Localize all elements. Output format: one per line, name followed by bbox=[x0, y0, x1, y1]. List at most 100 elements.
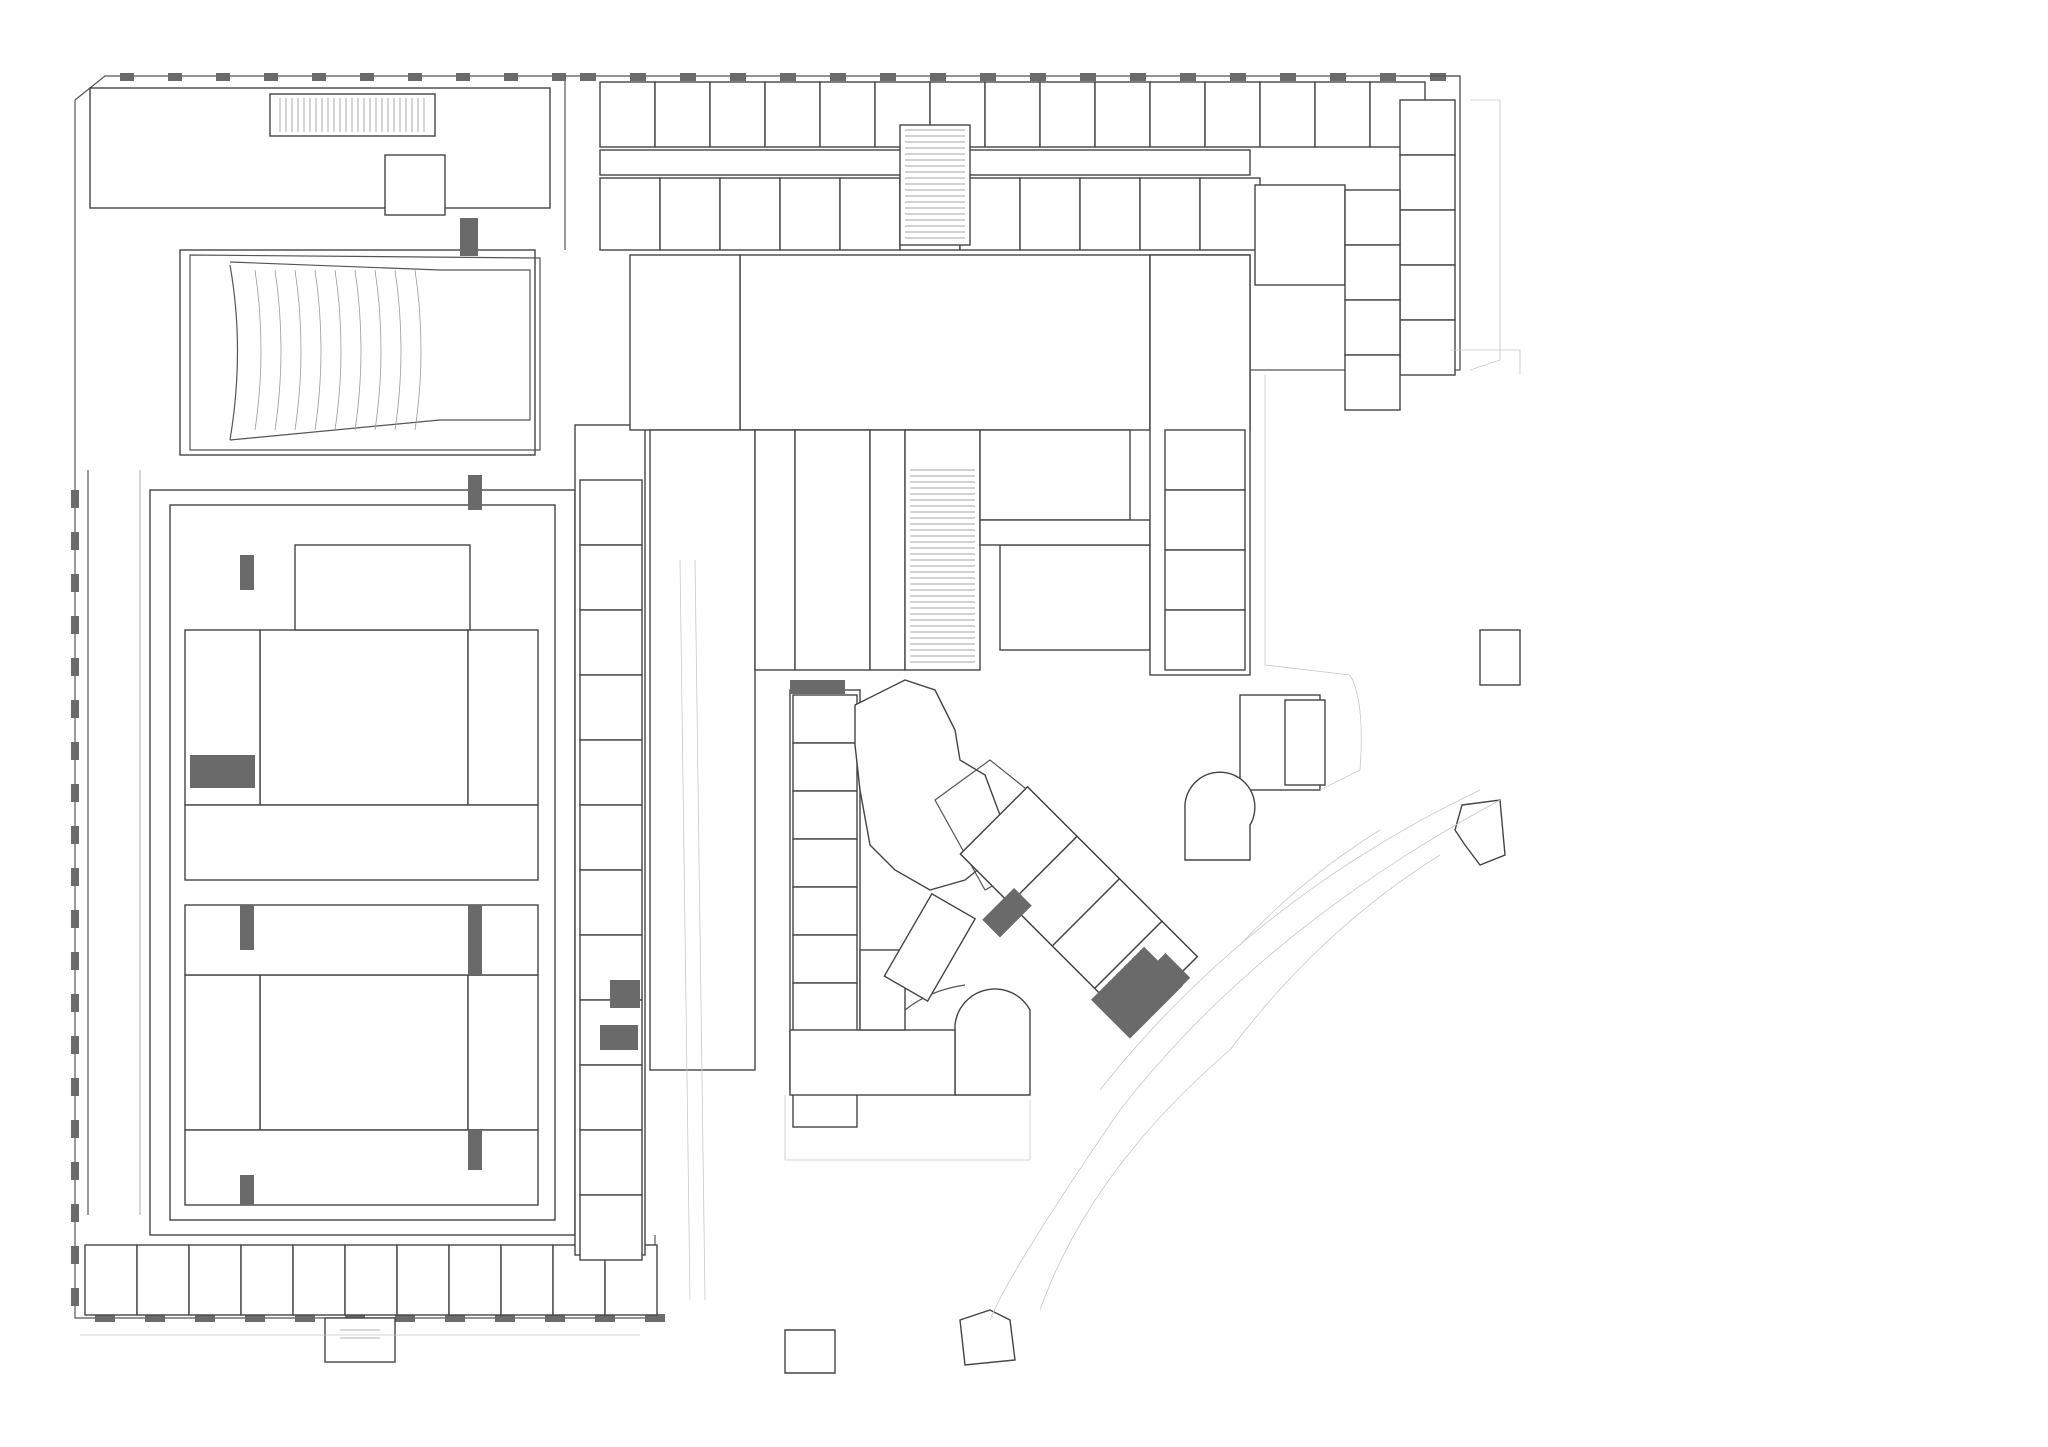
window-pier bbox=[495, 1314, 515, 1322]
north-room bbox=[719, 177, 781, 251]
se-west-room bbox=[792, 790, 858, 840]
se-south-room-3 bbox=[883, 892, 977, 1003]
upper-right-rooms bbox=[467, 629, 539, 806]
north-central-windows bbox=[580, 73, 1446, 81]
central-long-room-3 bbox=[869, 429, 906, 671]
window-pier bbox=[71, 616, 79, 634]
window-pier bbox=[552, 73, 566, 81]
window-pier bbox=[295, 1314, 315, 1322]
south-east-rotated-block bbox=[789, 679, 1256, 1128]
north-room bbox=[1259, 81, 1316, 148]
window-pier bbox=[680, 73, 696, 81]
window-pier bbox=[1130, 73, 1146, 81]
window-pier bbox=[1280, 73, 1296, 81]
seat-row bbox=[394, 269, 402, 431]
north-room bbox=[709, 81, 766, 148]
south-room bbox=[84, 1244, 138, 1316]
window-pier bbox=[980, 73, 996, 81]
window-pier bbox=[730, 73, 746, 81]
se-block-dark-stair bbox=[1091, 946, 1183, 1039]
east-boundary-line bbox=[1264, 375, 1362, 791]
north-office bbox=[384, 154, 446, 216]
window-pier bbox=[1180, 73, 1196, 81]
seat-row bbox=[374, 269, 382, 431]
north-stair-treads bbox=[279, 98, 425, 132]
window-pier bbox=[71, 868, 79, 886]
north-central-stair bbox=[899, 124, 971, 246]
window-pier bbox=[780, 73, 796, 81]
seat-row bbox=[274, 269, 282, 431]
central-ramp-line bbox=[679, 559, 691, 1301]
south-pavilion-2 bbox=[959, 1309, 1016, 1366]
window-pier bbox=[595, 1314, 615, 1322]
west-wing-south-windows bbox=[95, 1314, 665, 1322]
south-pavilion-1 bbox=[784, 1329, 836, 1374]
seat-row bbox=[334, 269, 342, 431]
window-pier bbox=[71, 910, 79, 928]
spine-room bbox=[579, 1064, 643, 1131]
window-pier bbox=[145, 1314, 165, 1322]
core-block-2 bbox=[240, 555, 254, 590]
se-west-room bbox=[792, 742, 858, 792]
west-wing-west-windows bbox=[71, 490, 79, 1306]
south-room bbox=[292, 1244, 346, 1316]
auditorium-seat-rows bbox=[254, 269, 422, 431]
north-room bbox=[1079, 177, 1141, 251]
window-pier bbox=[245, 1314, 265, 1322]
central-stair-treads bbox=[910, 469, 975, 663]
window-pier bbox=[71, 700, 79, 718]
ne-room bbox=[1399, 154, 1456, 211]
window-pier bbox=[1030, 73, 1046, 81]
east-site-path-2 bbox=[989, 799, 1501, 1321]
north-room bbox=[779, 177, 841, 251]
site-lines bbox=[679, 349, 1521, 1321]
east-pavilion-2 bbox=[1454, 799, 1506, 866]
core-block-1 bbox=[190, 755, 255, 788]
south-room bbox=[240, 1244, 294, 1316]
upper-hall-room bbox=[294, 544, 471, 631]
se-south-rooms bbox=[789, 1029, 956, 1096]
window-pier bbox=[71, 532, 79, 550]
se-west-room bbox=[792, 982, 858, 1032]
window-pier bbox=[1430, 73, 1446, 81]
window-pier bbox=[168, 73, 182, 81]
north-room bbox=[1139, 177, 1201, 251]
north-room bbox=[1039, 81, 1096, 148]
core-block-6 bbox=[240, 1175, 254, 1205]
north-stair-block bbox=[269, 93, 436, 137]
window-pier bbox=[312, 73, 326, 81]
window-pier bbox=[71, 1246, 79, 1264]
spine-room bbox=[579, 804, 643, 871]
north-room bbox=[1199, 177, 1261, 251]
central-long-room-1 bbox=[754, 429, 796, 671]
seat-row bbox=[254, 269, 262, 431]
se-west-room bbox=[792, 886, 858, 936]
north-room bbox=[764, 81, 821, 148]
window-pier bbox=[1230, 73, 1246, 81]
north-room bbox=[984, 81, 1041, 148]
north-east-rooms bbox=[1344, 99, 1456, 411]
window-pier bbox=[408, 73, 422, 81]
window-pier bbox=[71, 1036, 79, 1054]
central-east-room bbox=[979, 429, 1131, 521]
north-room bbox=[839, 177, 901, 251]
east-site-path-3 bbox=[1039, 854, 1441, 1311]
se-block-west-room-rows bbox=[792, 694, 858, 1128]
east-site-path-4 bbox=[1239, 829, 1381, 946]
south-room bbox=[136, 1244, 190, 1316]
north-room bbox=[1149, 81, 1206, 148]
seat-row bbox=[354, 269, 362, 431]
north-central-stair-treads bbox=[905, 129, 965, 239]
south-entrance-porch bbox=[324, 1317, 396, 1363]
window-pier bbox=[71, 574, 79, 592]
window-pier bbox=[71, 658, 79, 676]
north-east-stair-outline bbox=[1469, 99, 1501, 371]
spine-stair bbox=[610, 980, 640, 1008]
north-room bbox=[659, 177, 721, 251]
window-pier bbox=[195, 1314, 215, 1322]
south-room-strip bbox=[84, 1244, 658, 1316]
east-spine-room bbox=[1164, 429, 1246, 491]
window-pier bbox=[930, 73, 946, 81]
core-block-3 bbox=[240, 905, 254, 950]
